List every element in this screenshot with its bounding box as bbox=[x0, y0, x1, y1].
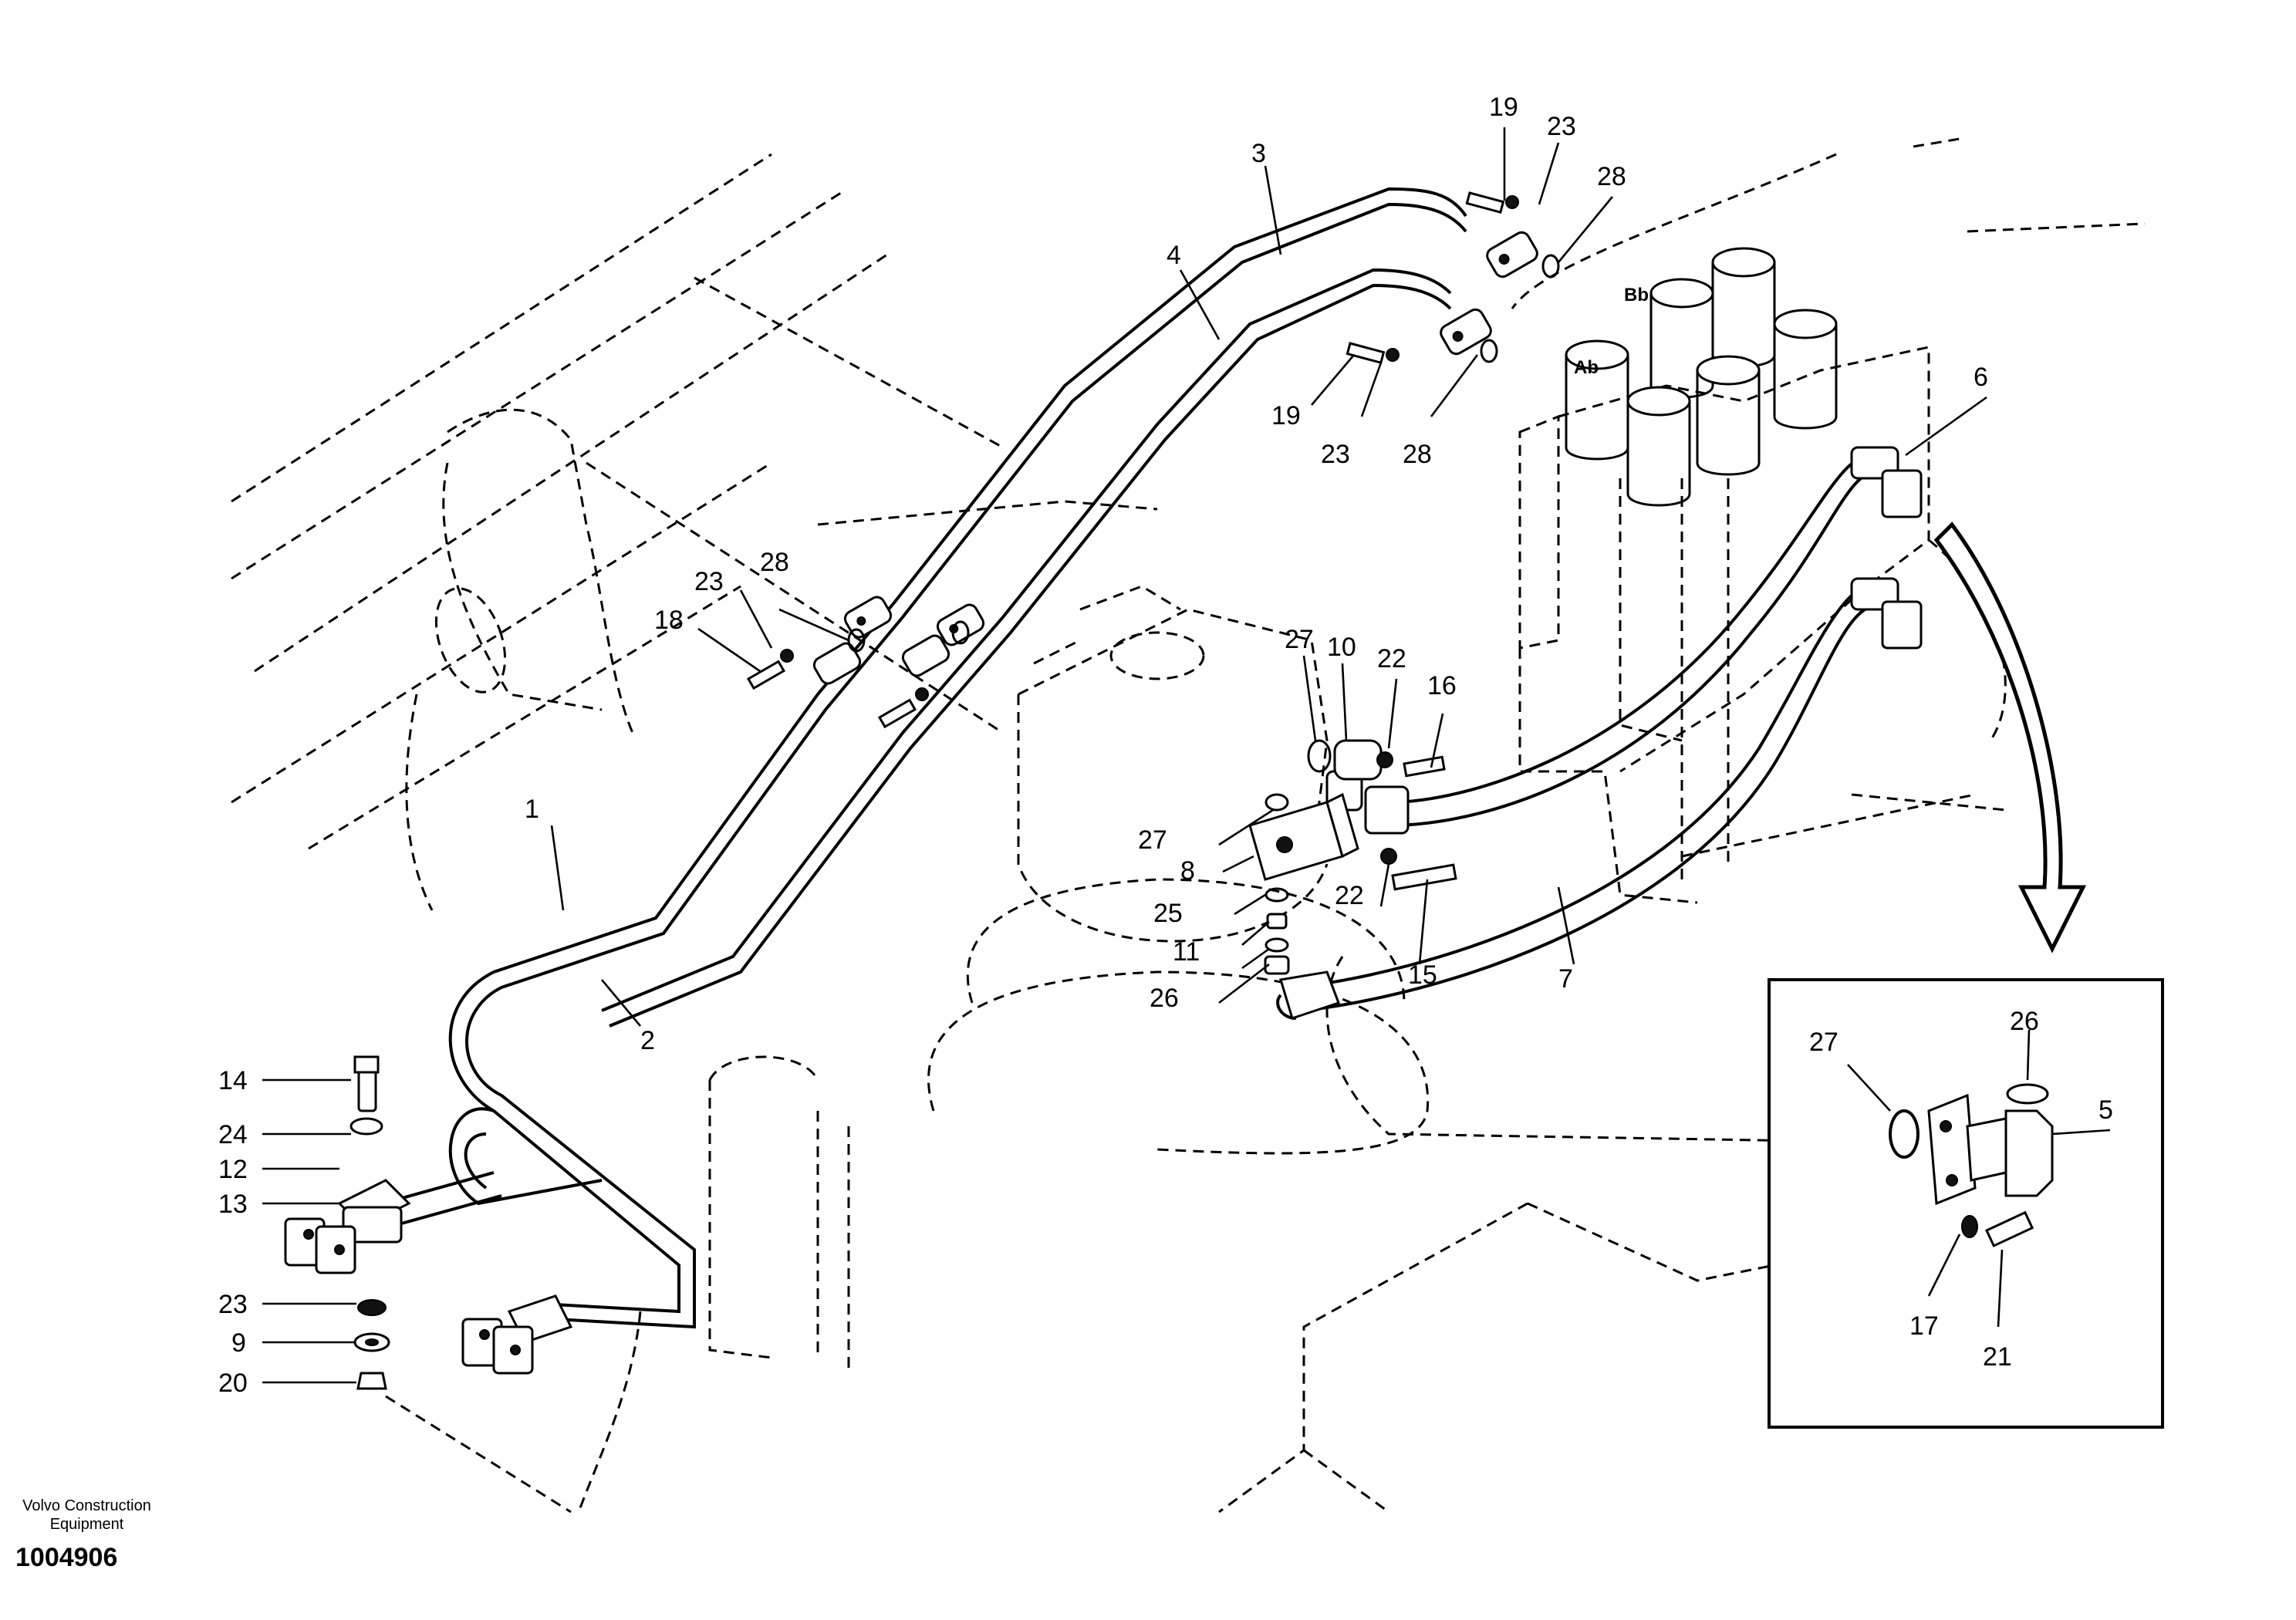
callout-23-mid: 23 bbox=[1321, 440, 1350, 469]
callout-7: 7 bbox=[1558, 964, 1573, 994]
callout-3: 3 bbox=[1251, 139, 1266, 168]
callout-26-detail: 26 bbox=[2010, 1007, 2039, 1036]
steel-lines bbox=[354, 187, 1467, 1329]
control-valve-spools bbox=[1565, 247, 1838, 507]
leader-lines bbox=[262, 127, 2111, 1384]
callout-17: 17 bbox=[1909, 1311, 1939, 1341]
callout-19-top: 19 bbox=[1489, 93, 1518, 122]
callout-20: 20 bbox=[218, 1369, 248, 1398]
callout-1: 1 bbox=[525, 795, 539, 824]
detail-arrow bbox=[1933, 521, 2087, 953]
callout-11: 11 bbox=[1173, 937, 1200, 967]
port-label-ab: Ab bbox=[1574, 357, 1599, 378]
callout-4: 4 bbox=[1167, 241, 1181, 270]
brand-line-1: Volvo Construction bbox=[22, 1497, 151, 1514]
callout-19-mid: 19 bbox=[1271, 401, 1301, 430]
brand-line-2: Equipment bbox=[49, 1516, 124, 1533]
callout-18: 18 bbox=[654, 606, 684, 635]
clamp-assemblies bbox=[284, 1055, 573, 1390]
callout-25: 25 bbox=[1153, 899, 1183, 928]
callout-27-mid: 27 bbox=[1138, 825, 1167, 855]
callout-8: 8 bbox=[1180, 856, 1195, 886]
fitting-block-8 bbox=[1248, 739, 1457, 975]
callout-2: 2 bbox=[640, 1026, 655, 1055]
brand-label: Volvo Construction Equipment bbox=[0, 1497, 174, 1534]
callout-23-left: 23 bbox=[694, 567, 724, 596]
callout-15: 15 bbox=[1408, 960, 1437, 990]
callout-24: 24 bbox=[218, 1120, 248, 1149]
callout-26-main: 26 bbox=[1150, 984, 1179, 1013]
callout-10: 10 bbox=[1327, 633, 1356, 662]
callout-6: 6 bbox=[1974, 363, 1988, 392]
callout-labels: 19 23 28 3 4 Bb Ab 19 23 28 6 28 23 18 2… bbox=[218, 93, 2113, 1398]
callout-28-left: 28 bbox=[760, 548, 789, 577]
callout-27-detail: 27 bbox=[1809, 1028, 1838, 1057]
callout-9: 9 bbox=[231, 1328, 246, 1358]
callout-28-mid: 28 bbox=[1403, 440, 1432, 469]
drawing-number: 1004906 bbox=[15, 1543, 118, 1572]
callout-21: 21 bbox=[1983, 1342, 2012, 1372]
callout-22-top: 22 bbox=[1377, 644, 1406, 673]
callout-28-top: 28 bbox=[1597, 162, 1626, 191]
port-label-bb: Bb bbox=[1624, 285, 1649, 305]
hoses bbox=[1276, 446, 1923, 1020]
callout-23-top: 23 bbox=[1547, 112, 1576, 141]
callout-16: 16 bbox=[1427, 671, 1457, 700]
callout-13: 13 bbox=[218, 1190, 248, 1219]
callout-12: 12 bbox=[218, 1155, 248, 1184]
callout-14: 14 bbox=[218, 1066, 248, 1095]
line-flanges bbox=[746, 191, 1560, 729]
background-structure bbox=[231, 137, 2146, 1514]
detail-inset bbox=[1768, 978, 2164, 1429]
callout-5: 5 bbox=[2098, 1095, 2113, 1125]
callout-23-bottom: 23 bbox=[218, 1290, 248, 1319]
callout-27-top: 27 bbox=[1285, 625, 1314, 654]
callout-22-mid: 22 bbox=[1335, 881, 1364, 910]
